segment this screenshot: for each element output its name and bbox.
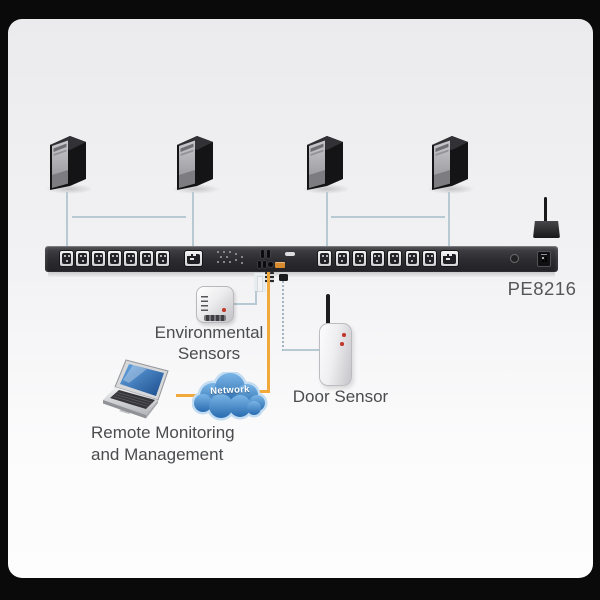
sensor-port-slot: [261, 250, 264, 258]
power-outlet: [92, 251, 105, 266]
door-sensor-device: [319, 323, 352, 386]
door-sensor-cable-v: [282, 281, 284, 351]
outlet-face: [187, 253, 200, 264]
power-outlet: [140, 251, 153, 266]
remote-monitoring-line1: Remote Monitoring: [91, 423, 235, 442]
sensor-vents-icon: [201, 296, 208, 311]
power-line-server-2: [192, 192, 194, 248]
power-outlet: [405, 251, 419, 266]
power-line-server-4: [448, 192, 450, 248]
lan-cable-h: [252, 390, 270, 393]
outlet-face: [126, 253, 135, 264]
network-cloud: [192, 372, 268, 424]
sensor-port-slot: [267, 250, 270, 258]
door-sensor-led: [340, 342, 344, 346]
outlet-face: [337, 253, 347, 264]
outlet-face: [320, 253, 329, 264]
outlet-face: [110, 253, 119, 264]
cable-plug-icon: [279, 274, 288, 281]
power-outlet: [423, 251, 436, 266]
led-indicator-cluster: [217, 251, 219, 253]
pdu-reflection: [48, 272, 555, 277]
door-sensor-led: [342, 333, 346, 337]
remote-monitoring-label: Remote Monitoring and Management: [91, 422, 271, 466]
power-line-server-3: [326, 192, 328, 248]
server-shadow: [302, 184, 350, 194]
server-icon: [432, 136, 468, 190]
env-sensor-cable-v: [255, 291, 257, 305]
console-port-slot: [263, 261, 266, 268]
power-line-server-1: [66, 192, 68, 248]
antenna-rod-icon: [544, 197, 547, 223]
laptop-cloud-cable: [176, 394, 204, 397]
server-icon: [307, 136, 343, 190]
power-outlet: [156, 251, 169, 266]
env-sensor-cable-h: [233, 303, 257, 305]
sensor-cable-connector: [254, 273, 266, 292]
power-line-bridge-left: [72, 216, 186, 218]
diagram-panel: [8, 19, 593, 578]
power-outlet: [60, 251, 73, 266]
outlet-face: [372, 253, 382, 264]
outlet-face: [158, 253, 167, 264]
power-outlet: [388, 251, 401, 266]
power-outlet: [124, 251, 137, 266]
sensor-grille-icon: [204, 315, 226, 321]
power-outlet: [76, 251, 89, 266]
model-label: PE8216: [507, 278, 577, 299]
server-shadow: [172, 184, 220, 194]
server-tower-4: [429, 134, 471, 192]
reset-button: [510, 254, 519, 263]
outlet-face: [407, 253, 417, 264]
outlet-face: [94, 253, 103, 264]
power-outlet: [335, 251, 349, 266]
power-outlet: [370, 251, 384, 266]
cable-plug-icon: [270, 272, 274, 283]
outlet-face: [78, 253, 87, 264]
outlet-face: [425, 253, 434, 264]
power-button: [267, 261, 274, 268]
sensor-led-icon: [222, 308, 226, 312]
server-tower-2: [174, 134, 216, 192]
outlet-group-right: [318, 251, 436, 266]
antenna-base-icon: [533, 221, 560, 238]
server-icon: [177, 136, 213, 190]
outlet-face: [443, 253, 456, 264]
server-shadow: [427, 184, 475, 194]
cloud-icon: [192, 372, 268, 421]
server-icon: [50, 136, 86, 190]
outlet-face: [142, 253, 151, 264]
large-outlet-left: [185, 251, 202, 266]
power-outlet: [108, 251, 121, 266]
lan-cable-v: [267, 272, 270, 392]
lan-port: [275, 262, 285, 268]
console-port-slot: [258, 261, 261, 268]
server-tower-1: [47, 134, 89, 192]
server-shadow: [45, 184, 93, 194]
power-inlet-port: [537, 251, 551, 267]
laptop-device: [103, 359, 181, 423]
environmental-sensor-device: [196, 286, 234, 323]
power-line-bridge-right: [331, 216, 445, 218]
outlet-face: [62, 253, 71, 264]
remote-monitoring-line2: and Management: [91, 445, 224, 464]
large-outlet-right: [441, 251, 458, 266]
power-outlet: [353, 251, 366, 266]
door-sensor-cable-h: [283, 349, 321, 351]
door-sensor-antenna-icon: [326, 294, 330, 326]
outlet-face: [390, 253, 399, 264]
outlet-face: [355, 253, 364, 264]
laptop-icon: [103, 359, 169, 419]
environmental-sensors-label: Environmental Sensors: [134, 322, 284, 364]
server-tower-3: [304, 134, 346, 192]
power-outlet: [318, 251, 331, 266]
outlet-group-left: [60, 251, 169, 266]
label-pill: [285, 252, 295, 256]
door-sensor-label: Door Sensor: [292, 387, 389, 406]
environmental-sensors-line1: Environmental: [154, 323, 264, 342]
pdu-unit: [45, 246, 558, 272]
environmental-sensors-line2: Sensors: [177, 344, 241, 363]
